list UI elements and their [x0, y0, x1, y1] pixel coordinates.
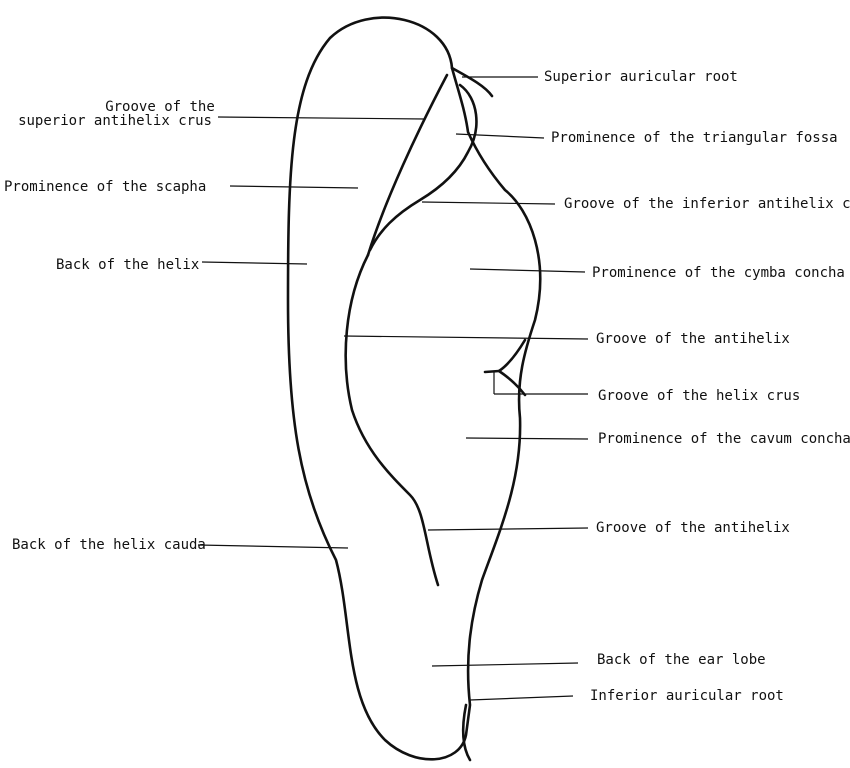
label-groove-inferior-crus: Groove of the inferior antihelix crus: [564, 196, 850, 212]
label-groove-antihelix-upper: Groove of the antihelix: [596, 331, 790, 347]
leader-back-helix: [201, 261, 308, 265]
inferior-root-line: [461, 703, 472, 762]
label-back-of-ear-lobe: Back of the ear lobe: [597, 652, 766, 668]
label-prominence-cavum-concha: Prominence of the cavum concha: [598, 431, 850, 447]
triangular-fossa-outline: [368, 83, 478, 252]
leader-helix-cauda: [197, 544, 349, 549]
label-prominence-triangular-fossa: Prominence of the triangular fossa: [551, 130, 838, 146]
leader-lines: [197, 76, 589, 701]
label-groove-superior-crus-line2: superior antihelix crus: [18, 113, 212, 129]
leader-inferior-crus: [421, 201, 556, 205]
helix-outline: [286, 16, 542, 761]
leader-triangular-fossa: [455, 133, 545, 139]
label-inferior-auricular-root: Inferior auricular root: [590, 688, 784, 704]
leader-cymba-concha: [469, 268, 586, 273]
superior-root-line: [450, 66, 494, 98]
label-back-of-helix: Back of the helix: [56, 257, 200, 273]
leader-ear-lobe: [431, 662, 579, 667]
antihelix-groove-line: [344, 253, 440, 587]
leader-inferior-root: [469, 695, 574, 701]
label-back-of-helix-cauda: Back of the helix cauda: [12, 537, 206, 553]
label-groove-antihelix-lower: Groove of the antihelix: [596, 520, 790, 536]
label-prominence-scapha: Prominence of the scapha: [4, 179, 207, 195]
ear-outline: [286, 16, 542, 762]
leader-scapha: [229, 185, 359, 189]
helix-crus-tail: [483, 369, 501, 374]
leader-antihelix-lower: [427, 527, 589, 531]
label-prominence-cymba-concha: Prominence of the cymba concha: [592, 265, 845, 281]
superior-crus-line: [366, 73, 449, 257]
leader-cavum-concha: [465, 437, 589, 440]
leader-antihelix-upper: [343, 335, 589, 340]
leader-superior-crus: [217, 116, 426, 120]
label-groove-superior-crus-line1: Groove of the: [105, 99, 215, 115]
label-groove-helix-crus: Groove of the helix crus: [598, 388, 801, 404]
label-superior-auricular-root: Superior auricular root: [544, 69, 738, 85]
